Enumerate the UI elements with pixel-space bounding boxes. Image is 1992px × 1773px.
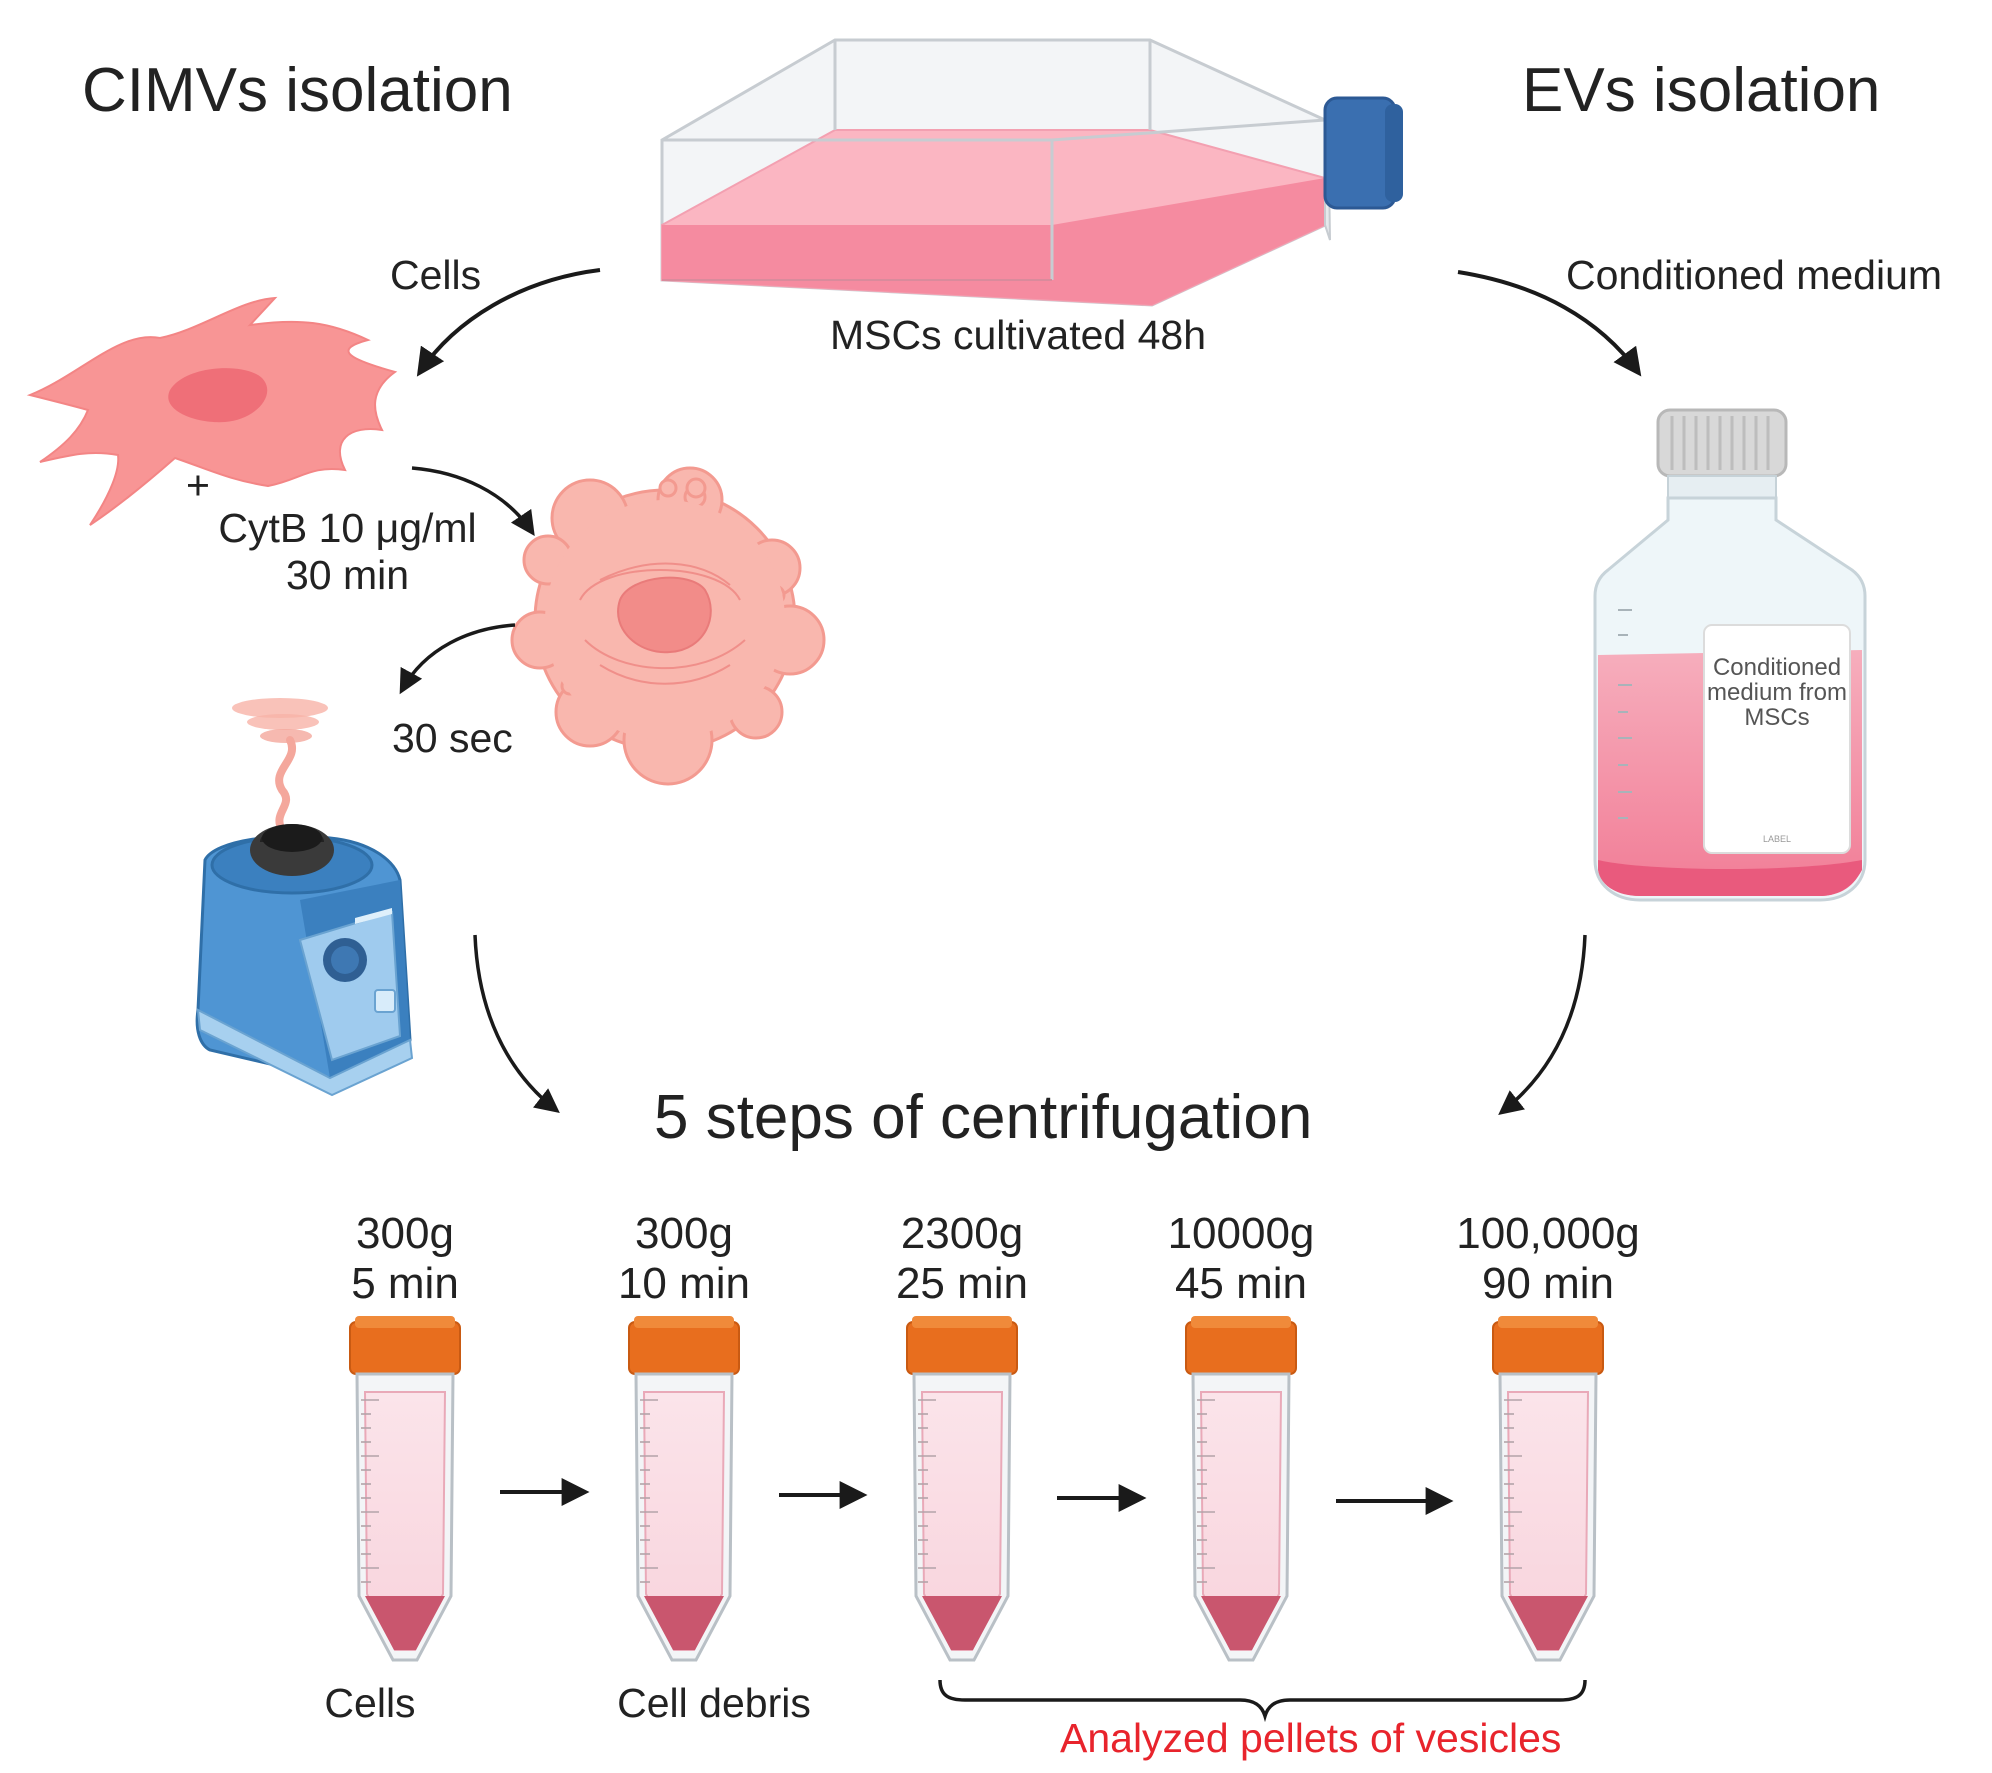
arrow-to-medium — [1457, 270, 1642, 377]
step-3-time: 25 min — [895, 1259, 1029, 1308]
centrifugation-title: 5 steps of centrifugation — [654, 1083, 1313, 1152]
step-4-time: 45 min — [1174, 1259, 1308, 1308]
plus-sign: + — [186, 462, 210, 508]
bottle-label-line1: Conditioned — [1712, 654, 1842, 681]
conditioned-medium-label: Conditioned medium — [1566, 252, 1943, 298]
step-3-force: 2300g — [900, 1209, 1024, 1258]
step-1-time: 5 min — [351, 1259, 459, 1308]
cytb-dose: CytB 10 μg/ml — [218, 505, 477, 551]
cells-branch-label: Cells — [390, 252, 482, 298]
cytb-duration: 30 min — [285, 552, 410, 598]
cytb-treatment-label: CytB 10 μg/ml 30 min — [205, 508, 490, 596]
vortex-mixer-icon — [195, 698, 414, 1097]
step-2-time: 10 min — [617, 1259, 751, 1308]
arrow-vortex-to-centrifugation — [473, 934, 560, 1114]
arrow-bottle-to-centrifugation — [1498, 934, 1587, 1116]
step-1-pellet-label: Cells — [324, 1680, 416, 1726]
tubes-group — [349, 1316, 1604, 1662]
step-1-force: 300g — [356, 1209, 454, 1258]
vortex-time-label: 30 sec — [392, 715, 513, 761]
vesicle-bracket — [938, 1679, 1587, 1723]
arrow-to-cells — [416, 268, 601, 377]
step-5-force: 100,000g — [1456, 1209, 1640, 1258]
bottle-label-line2: medium from — [1706, 679, 1848, 707]
msc-cell-icon — [26, 296, 398, 526]
step-5-time: 90 min — [1481, 1259, 1615, 1308]
bottle-label-text: Conditioned medium from MSCs — [1704, 655, 1850, 731]
centrifuge-tube-3 — [906, 1316, 1018, 1662]
bottle-label-small: LABEL — [1762, 834, 1792, 844]
arrow-to-blebbing-cell — [411, 466, 535, 537]
analyzed-pellets-label: Analyzed pellets of vesicles — [1060, 1715, 1562, 1761]
arrow-to-vortex — [399, 623, 516, 695]
centrifuge-tube-1 — [349, 1316, 461, 1662]
evs-isolation-title: EVs isolation — [1522, 56, 1881, 125]
centrifuge-tube-5 — [1492, 1316, 1604, 1662]
cimvs-isolation-title: CIMVs isolation — [82, 56, 513, 125]
media-bottle-icon — [1593, 408, 1867, 902]
blebbing-cell-icon — [510, 466, 826, 786]
step-2-force: 300g — [635, 1209, 733, 1258]
bottle-label-line3: MSCs — [1744, 704, 1810, 732]
step-4-force: 10000g — [1167, 1209, 1315, 1258]
culture-flask-icon — [660, 38, 1403, 307]
step-2-pellet-label: Cell debris — [617, 1680, 811, 1726]
centrifuge-tube-4 — [1185, 1316, 1297, 1662]
flask-caption: MSCs cultivated 48h — [830, 312, 1207, 358]
centrifuge-tube-2 — [628, 1316, 740, 1662]
